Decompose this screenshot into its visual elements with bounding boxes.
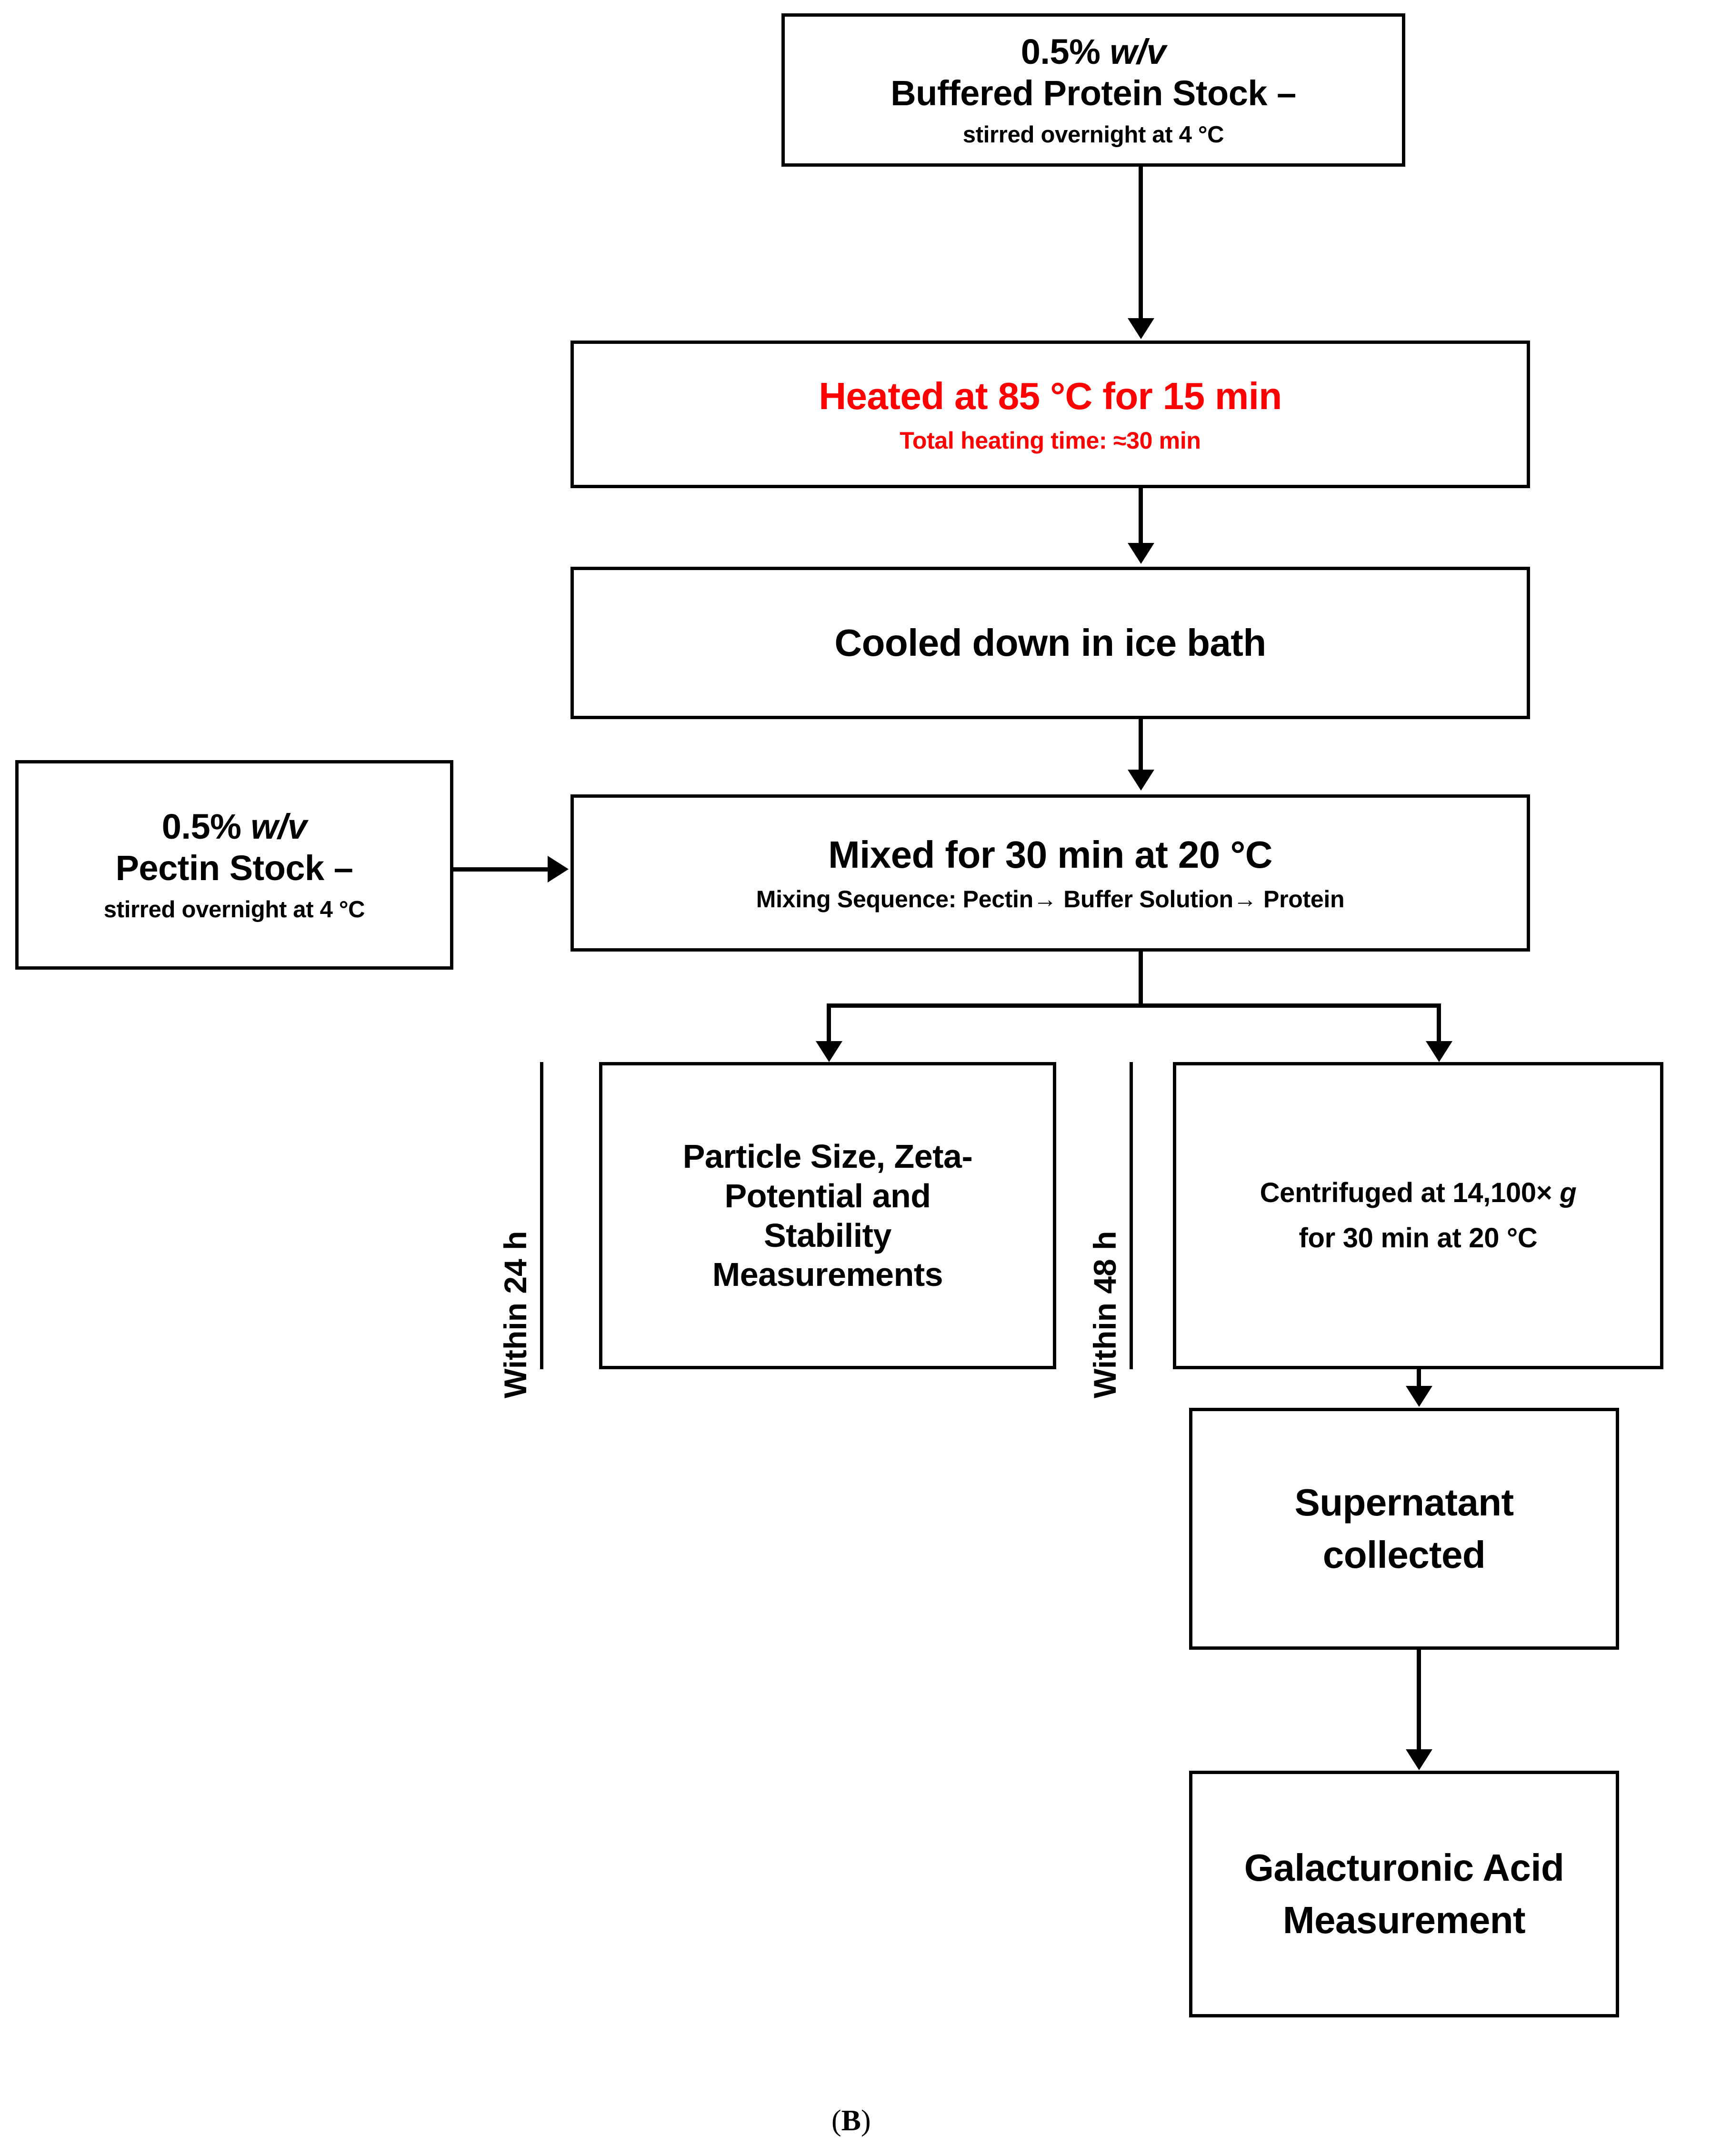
centrifuged-line2: for 30 min at 20 °C: [1299, 1222, 1538, 1253]
node-pectin-stock: 0.5% w/v Pectin Stock – stirred overnigh…: [15, 760, 453, 970]
connector-centrifuged-to-supernatant: [1417, 1369, 1421, 1388]
arrowhead-supernatant-to-galacturonic: [1406, 1749, 1432, 1770]
bracket-within-48h: [1130, 1062, 1133, 1369]
measurements-line1: Particle Size, Zeta-: [682, 1138, 973, 1175]
measurements-line2: Potential and: [724, 1177, 931, 1214]
pectin-stock-line3: stirred overnight at 4 °C: [103, 897, 365, 923]
protein-stock-line1: 0.5% w/v: [1021, 31, 1166, 71]
connector-pectin-to-mixed: [453, 867, 549, 872]
arrowhead-protein-to-heated: [1128, 318, 1154, 339]
supernatant-line2: collected: [1322, 1534, 1486, 1576]
node-mixed: Mixed for 30 min at 20 °C Mixing Sequenc…: [570, 794, 1530, 952]
heated-line1: Heated at 85 °C for 15 min: [819, 375, 1282, 418]
node-measurements: Particle Size, Zeta- Potential and Stabi…: [599, 1062, 1056, 1369]
cooled-line1: Cooled down in ice bath: [834, 621, 1266, 664]
galacturonic-line2: Measurement: [1282, 1899, 1526, 1941]
arrowhead-pectin-to-mixed: [548, 856, 569, 882]
connector-heated-to-cooled: [1139, 488, 1143, 544]
measurements-line4: Measurements: [712, 1256, 943, 1294]
galacturonic-line1: Galacturonic Acid: [1244, 1846, 1564, 1889]
connector-protein-to-heated: [1139, 167, 1143, 319]
connector-cooled-to-mixed: [1139, 719, 1143, 772]
heated-line2: Total heating time: ≈30 min: [900, 427, 1201, 454]
protein-stock-line2: Buffered Protein Stock –: [891, 73, 1296, 113]
label-within-24h: Within 24 h: [498, 1231, 533, 1398]
centrifuged-line1: Centrifuged at 14,100× g: [1260, 1177, 1577, 1209]
label-within-48h: Within 48 h: [1087, 1231, 1122, 1398]
node-supernatant: Supernatant collected: [1189, 1408, 1619, 1650]
connector-mixed-split-bar: [827, 1003, 1441, 1008]
pectin-stock-line2: Pectin Stock –: [115, 848, 353, 888]
arrowhead-heated-to-cooled: [1128, 543, 1154, 564]
node-buffered-protein-stock: 0.5% w/v Buffered Protein Stock – stirre…: [781, 13, 1405, 167]
mixed-line2: Mixing Sequence: Pectin→ Buffer Solution…: [756, 885, 1345, 913]
node-heated: Heated at 85 °C for 15 min Total heating…: [570, 341, 1530, 488]
node-cooled: Cooled down in ice bath: [570, 567, 1530, 719]
pectin-stock-line1: 0.5% w/v: [161, 806, 307, 846]
connector-supernatant-to-galacturonic: [1417, 1650, 1421, 1752]
panel-caption: (B): [831, 2105, 871, 2137]
measurements-line3: Stability: [764, 1216, 891, 1254]
protein-stock-line3: stirred overnight at 4 °C: [962, 122, 1224, 148]
arrowhead-split-left: [816, 1041, 842, 1062]
node-galacturonic-acid: Galacturonic Acid Measurement: [1189, 1771, 1619, 2017]
supernatant-line1: Supernatant: [1294, 1481, 1514, 1524]
arrowhead-cooled-to-mixed: [1128, 770, 1154, 791]
mixed-line1: Mixed for 30 min at 20 °C: [828, 833, 1272, 876]
connector-split-left: [827, 1003, 831, 1051]
connector-mixed-split-stem: [1139, 952, 1143, 1007]
connector-split-right: [1437, 1003, 1441, 1051]
arrowhead-centrifuged-to-supernatant: [1406, 1386, 1432, 1407]
node-centrifuged: Centrifuged at 14,100× g for 30 min at 2…: [1173, 1062, 1663, 1369]
arrowhead-split-right: [1426, 1041, 1452, 1062]
bracket-within-24h: [540, 1062, 543, 1369]
